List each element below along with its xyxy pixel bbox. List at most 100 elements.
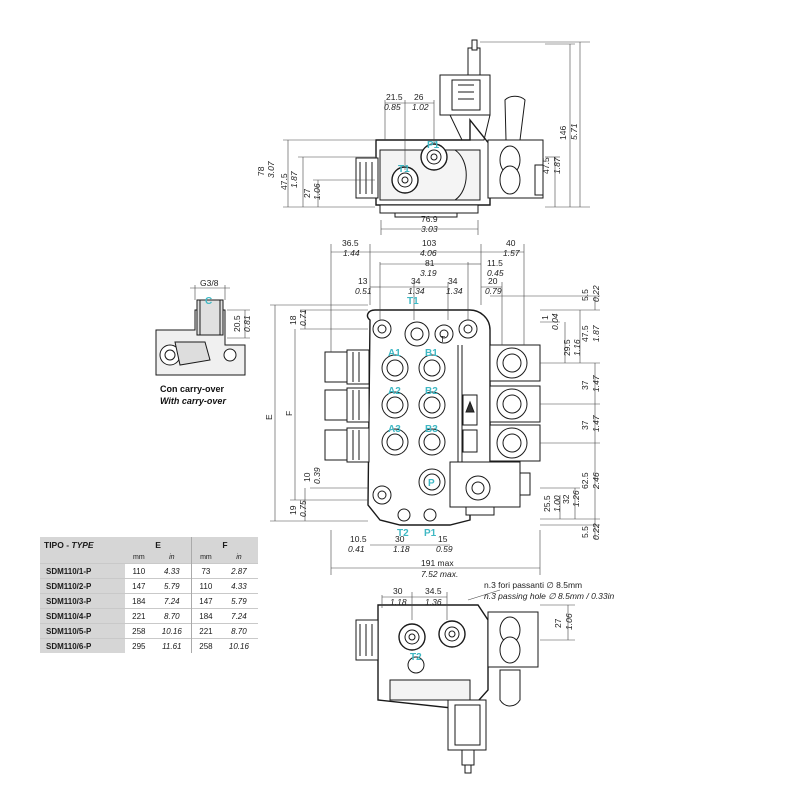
port-label-p1: P1	[424, 528, 437, 539]
dim-label: 10	[302, 472, 312, 482]
f-in-cell: 10.16	[228, 641, 249, 651]
port-label-p: P	[428, 478, 435, 489]
dim-label: 26	[414, 92, 424, 102]
port-label-a2: A2	[388, 386, 401, 397]
e-mm-cell: 147	[132, 581, 146, 591]
left-spool-ends	[324, 349, 370, 463]
dim-label: 18	[288, 315, 298, 325]
front-view	[270, 244, 600, 575]
dim-label: 1.06	[312, 183, 322, 200]
dim-label: 47.5	[541, 157, 551, 174]
dim-label: 0.81	[242, 315, 252, 332]
table-row: SDM110/3-P 184 7.24 147 5.79	[40, 593, 258, 609]
dim-label: 0.39	[312, 467, 322, 484]
port-label-b2: B2	[425, 386, 438, 397]
dim-label: 3.07	[266, 161, 276, 178]
f-mm-cell: 110	[191, 578, 220, 594]
dim-label: 2.46	[591, 472, 601, 490]
header-type: TIPO - TYPE	[40, 537, 126, 552]
table-row: SDM110/1-P 110 4.33 73 2.87	[40, 563, 258, 579]
dim-label: 5.5	[580, 526, 590, 538]
e-in-cell: 11.61	[162, 641, 182, 651]
dim-label: 1.34	[446, 286, 463, 296]
dim-label: 1.18	[393, 544, 410, 554]
dim-label: 20	[488, 276, 498, 286]
port-label-t1: T1	[398, 164, 410, 175]
f-in-cell: 5.79	[231, 596, 247, 606]
port-label-a3: A3	[388, 424, 401, 435]
carry-over-caption-en: With carry-over	[160, 396, 226, 406]
thread-label: G3/8	[200, 278, 219, 288]
dim-label: 1.47	[591, 375, 601, 392]
dim-label: 1.87	[591, 325, 601, 342]
dim-label-f: F	[284, 411, 294, 416]
hole-note-en: n.3 passing hole ∅ 8.5mm / 0.33in	[484, 591, 615, 601]
dim-label: 1.00	[552, 495, 562, 512]
port-label-c: C	[205, 296, 212, 307]
dim-label: 5.5	[580, 289, 590, 301]
dim-label: 37	[580, 420, 590, 430]
dim-label: 30	[393, 586, 403, 596]
table-row: SDM110/6-P 295 11.61 258 10.16	[40, 638, 258, 653]
port-label-b1: B1	[425, 348, 438, 359]
dim-label: 10.5	[350, 534, 367, 544]
unit-mm: mm	[191, 552, 220, 564]
port-label-t: T	[440, 334, 445, 344]
dim-label: 11.5	[487, 258, 503, 268]
model-cell: SDM110/2-P	[40, 578, 126, 594]
bottom-view	[355, 589, 575, 774]
e-in-cell: 5.79	[164, 581, 180, 591]
model-cell: SDM110/4-P	[40, 608, 126, 624]
f-in-cell: 7.24	[231, 611, 247, 621]
dim-label: 1.57	[503, 248, 520, 258]
e-in-cell: 10.16	[161, 626, 182, 636]
f-mm-cell: 258	[191, 638, 220, 653]
dim-label: 4.06	[420, 248, 437, 258]
f-in-cell: 2.87	[231, 566, 247, 576]
e-mm-cell: 184	[132, 596, 146, 606]
dim-label: 36.5	[342, 238, 359, 248]
dim-label: 62.5	[580, 472, 590, 489]
f-mm-cell: 221	[191, 623, 220, 639]
dim-label: 81	[425, 258, 435, 268]
dim-label: 34.5	[425, 586, 442, 596]
dim-label: 103	[422, 238, 436, 248]
dim-label: 7.52 max.	[421, 569, 458, 579]
dim-label: 21.5	[386, 92, 403, 102]
dim-label: 47.5	[580, 325, 590, 342]
dim-label: 1.02	[412, 102, 429, 112]
table-row: SDM110/2-P 147 5.79 110 4.33	[40, 578, 258, 594]
dim-label: 27	[302, 188, 312, 198]
dim-label: 1	[540, 315, 550, 320]
dim-label: 76.9	[421, 214, 438, 224]
f-mm-cell: 147	[191, 593, 220, 609]
model-cell: SDM110/3-P	[40, 593, 126, 609]
header-tipo: TIPO -	[44, 539, 72, 550]
dim-label: 15	[438, 534, 448, 544]
e-mm-cell: 258	[132, 626, 146, 636]
unit-mm: mm	[125, 552, 153, 564]
model-cell: SDM110/1-P	[40, 563, 126, 579]
table-header-row: TIPO - TYPE E F	[40, 537, 258, 552]
port-label-t2: T2	[397, 528, 409, 539]
dim-label: 0.71	[298, 309, 308, 326]
dim-label: 3.03	[421, 224, 438, 234]
table-unit-row: mm in mm in	[40, 552, 258, 564]
port-label-a1: A1	[388, 348, 401, 359]
dim-label: 1.16	[572, 339, 582, 356]
dim-label: 0.79	[485, 286, 502, 296]
dim-label: 40	[506, 238, 516, 248]
dim-label: 1.34	[408, 286, 425, 296]
dim-label: 25.5	[542, 495, 552, 512]
f-in-cell: 8.70	[231, 626, 247, 636]
header-type-en: TYPE	[71, 539, 94, 550]
dim-label: 19	[288, 505, 298, 515]
dim-label: 47.5	[279, 173, 289, 190]
carry-over-caption-it: Con carry-over	[160, 384, 225, 394]
unit-in: in	[152, 552, 192, 564]
port-label-t2: T2	[410, 652, 422, 663]
dim-label: 0.75	[298, 500, 308, 517]
table-row: SDM110/4-P 221 8.70 184 7.24	[40, 608, 258, 624]
dim-label: 1.18	[390, 597, 407, 607]
